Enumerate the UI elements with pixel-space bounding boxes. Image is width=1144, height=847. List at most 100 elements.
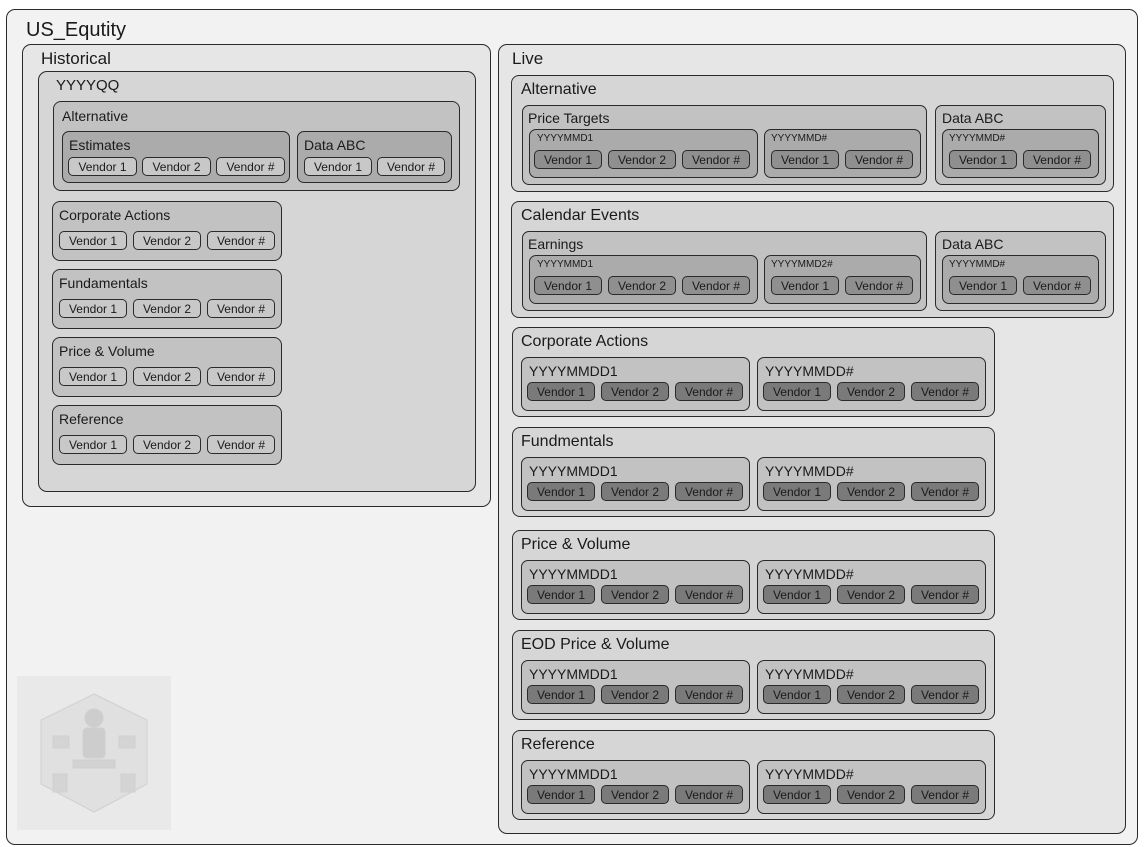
live-price-targets-title: Price Targets (528, 110, 610, 126)
vendor-chip: Vendor 2 (133, 299, 201, 318)
vendor-chip: Vendor # (675, 585, 743, 604)
live-date-title: YYYYMMDD1 (529, 363, 618, 379)
vendor-chip: Vendor 2 (837, 785, 905, 804)
vendor-chip: Vendor 1 (68, 157, 137, 176)
vendor-chip: Vendor 1 (527, 585, 595, 604)
vendor-chip: Vendor # (911, 585, 979, 604)
vendor-chip: Vendor 2 (837, 482, 905, 501)
live-earn-sub-1-title: YYYYMMD2# (771, 259, 833, 270)
live-date-title: YYYYMMDD1 (529, 666, 618, 682)
live-date-title: YYYYMMDD1 (529, 463, 618, 479)
vendor-chip: Vendor 2 (142, 157, 211, 176)
vendor-chip: Vendor # (845, 150, 913, 169)
live-group-title: Fundmentals (521, 433, 614, 450)
vendor-chip: Vendor # (911, 685, 979, 704)
historical-group-title: Price & Volume (59, 343, 155, 359)
logo-watermark-icon (17, 676, 171, 830)
live-group-title: Price & Volume (521, 536, 631, 553)
vendor-chip: Vendor # (207, 231, 275, 250)
vendor-chip: Vendor # (675, 785, 743, 804)
live-earnings-title: Earnings (528, 236, 584, 252)
live-date-title: YYYYMMDD# (765, 463, 854, 479)
vendor-chip: Vendor # (911, 482, 979, 501)
live-group-title: Corporate Actions (521, 333, 649, 350)
live-cal-data-abc-sub-title: YYYYMMD# (949, 259, 1006, 270)
vendor-chip: Vendor 1 (763, 685, 831, 704)
vendor-chip: Vendor 2 (601, 382, 669, 401)
vendor-chip: Vendor 1 (771, 150, 839, 169)
root-title: US_Equtity (26, 19, 127, 41)
vendor-chip: Vendor # (216, 157, 285, 176)
historical-alternative-title: Alternative (62, 108, 129, 124)
live-pt-sub-0-title: YYYYMMD1 (537, 133, 594, 144)
live-date-title: YYYYMMDD1 (529, 766, 618, 782)
live-earn-sub-0-title: YYYYMMD1 (537, 259, 594, 270)
vendor-chip: Vendor # (675, 482, 743, 501)
live-date-title: YYYYMMDD# (765, 766, 854, 782)
vendor-chip: Vendor 1 (534, 276, 602, 295)
vendor-chip: Vendor # (911, 785, 979, 804)
historical-period-title: YYYYQQ (56, 77, 120, 94)
historical-group-title: Corporate Actions (59, 207, 171, 223)
vendor-chip: Vendor 1 (534, 150, 602, 169)
live-date-title: YYYYMMDD1 (529, 566, 618, 582)
vendor-chip: Vendor 1 (59, 435, 127, 454)
vendor-chip: Vendor # (682, 276, 750, 295)
live-pt-sub-1-title: YYYYMMD# (771, 133, 828, 144)
vendor-chip: Vendor # (675, 382, 743, 401)
vendor-chip: Vendor 2 (133, 231, 201, 250)
vendor-chip: Vendor 1 (304, 157, 372, 176)
vendor-chip: Vendor 2 (601, 785, 669, 804)
vendor-chip: Vendor 1 (59, 299, 127, 318)
live-date-title: YYYYMMDD# (765, 666, 854, 682)
vendor-chip: Vendor 1 (771, 276, 839, 295)
vendor-chip: Vendor 2 (601, 585, 669, 604)
vendor-chip: Vendor 1 (527, 785, 595, 804)
vendor-chip: Vendor 1 (763, 785, 831, 804)
vendor-chip: Vendor 1 (763, 585, 831, 604)
live-group-title: EOD Price & Volume (521, 636, 670, 653)
vendor-chip: Vendor 1 (949, 276, 1017, 295)
vendor-chip: Vendor # (377, 157, 445, 176)
vendor-chip: Vendor 2 (601, 482, 669, 501)
vendor-chip: Vendor # (207, 367, 275, 386)
live-calendar-title: Calendar Events (521, 207, 640, 224)
vendor-chip: Vendor # (1023, 276, 1091, 295)
historical-title: Historical (41, 49, 111, 68)
historical-estimates-title: Estimates (69, 137, 131, 153)
vendor-chip: Vendor # (845, 276, 913, 295)
live-alternative-title: Alternative (521, 81, 597, 98)
vendor-chip: Vendor 1 (763, 382, 831, 401)
vendor-chip: Vendor 1 (527, 382, 595, 401)
vendor-chip: Vendor 2 (608, 150, 676, 169)
vendor-chip: Vendor 1 (59, 367, 127, 386)
live-alt-data-abc-title: Data ABC (942, 110, 1004, 126)
vendor-chip: Vendor # (207, 435, 275, 454)
historical-data-abc-title: Data ABC (304, 137, 366, 153)
vendor-chip: Vendor # (682, 150, 750, 169)
live-cal-data-abc-title: Data ABC (942, 236, 1004, 252)
vendor-chip: Vendor 2 (837, 585, 905, 604)
vendor-chip: Vendor 1 (527, 685, 595, 704)
live-date-title: YYYYMMDD# (765, 566, 854, 582)
vendor-chip: Vendor # (1023, 150, 1091, 169)
historical-group-title: Reference (59, 411, 124, 427)
historical-group-title: Fundamentals (59, 275, 148, 291)
live-group-title: Reference (521, 736, 595, 753)
vendor-chip: Vendor # (675, 685, 743, 704)
vendor-chip: Vendor 2 (601, 685, 669, 704)
live-alt-data-abc-sub-title: YYYYMMD# (949, 133, 1006, 144)
vendor-chip: Vendor 1 (763, 482, 831, 501)
vendor-chip: Vendor 2 (133, 367, 201, 386)
vendor-chip: Vendor # (207, 299, 275, 318)
vendor-chip: Vendor 1 (527, 482, 595, 501)
vendor-chip: Vendor 1 (949, 150, 1017, 169)
vendor-chip: Vendor 2 (133, 435, 201, 454)
live-title: Live (512, 49, 544, 68)
vendor-chip: Vendor 2 (837, 382, 905, 401)
vendor-chip: Vendor 2 (608, 276, 676, 295)
vendor-chip: Vendor 2 (837, 685, 905, 704)
live-date-title: YYYYMMDD# (765, 363, 854, 379)
vendor-chip: Vendor 1 (59, 231, 127, 250)
vendor-chip: Vendor # (911, 382, 979, 401)
